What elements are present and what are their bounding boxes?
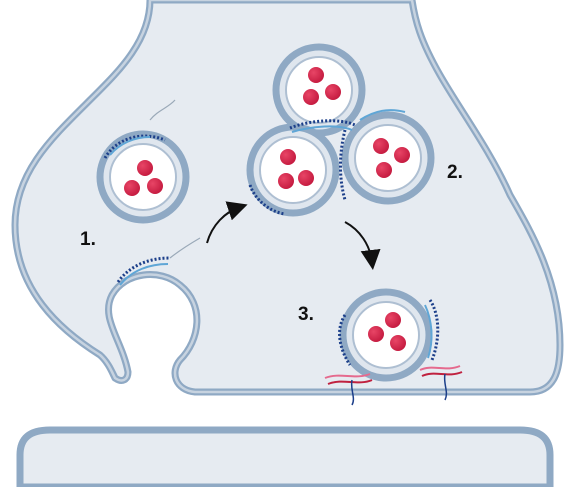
neurotransmitter-molecule	[325, 84, 341, 100]
neurotransmitter-molecule	[303, 89, 319, 105]
step-1-label: 1.	[80, 229, 96, 250]
neurotransmitter-molecule	[394, 147, 410, 163]
neurotransmitter-molecule	[390, 335, 406, 351]
synaptic-vesicle-2c	[345, 115, 431, 201]
neurotransmitter-molecule	[298, 170, 314, 186]
neurotransmitter-molecule	[124, 180, 140, 196]
neurotransmitter-molecule	[368, 326, 384, 342]
neurotransmitter-molecule	[137, 160, 153, 176]
neurotransmitter-molecule	[280, 149, 296, 165]
neurotransmitter-molecule	[147, 178, 163, 194]
neurotransmitter-molecule	[385, 312, 401, 328]
neurotransmitter-molecule	[278, 173, 294, 189]
neurotransmitter-molecule	[308, 67, 324, 83]
step-2-label: 2.	[447, 162, 463, 183]
synaptic-vesicle-2b	[250, 127, 336, 213]
postsynaptic-cell	[20, 430, 550, 487]
step-3-label: 3.	[298, 304, 314, 325]
neurotransmitter-molecule	[373, 138, 389, 154]
neurotransmitter-molecule	[376, 162, 392, 178]
